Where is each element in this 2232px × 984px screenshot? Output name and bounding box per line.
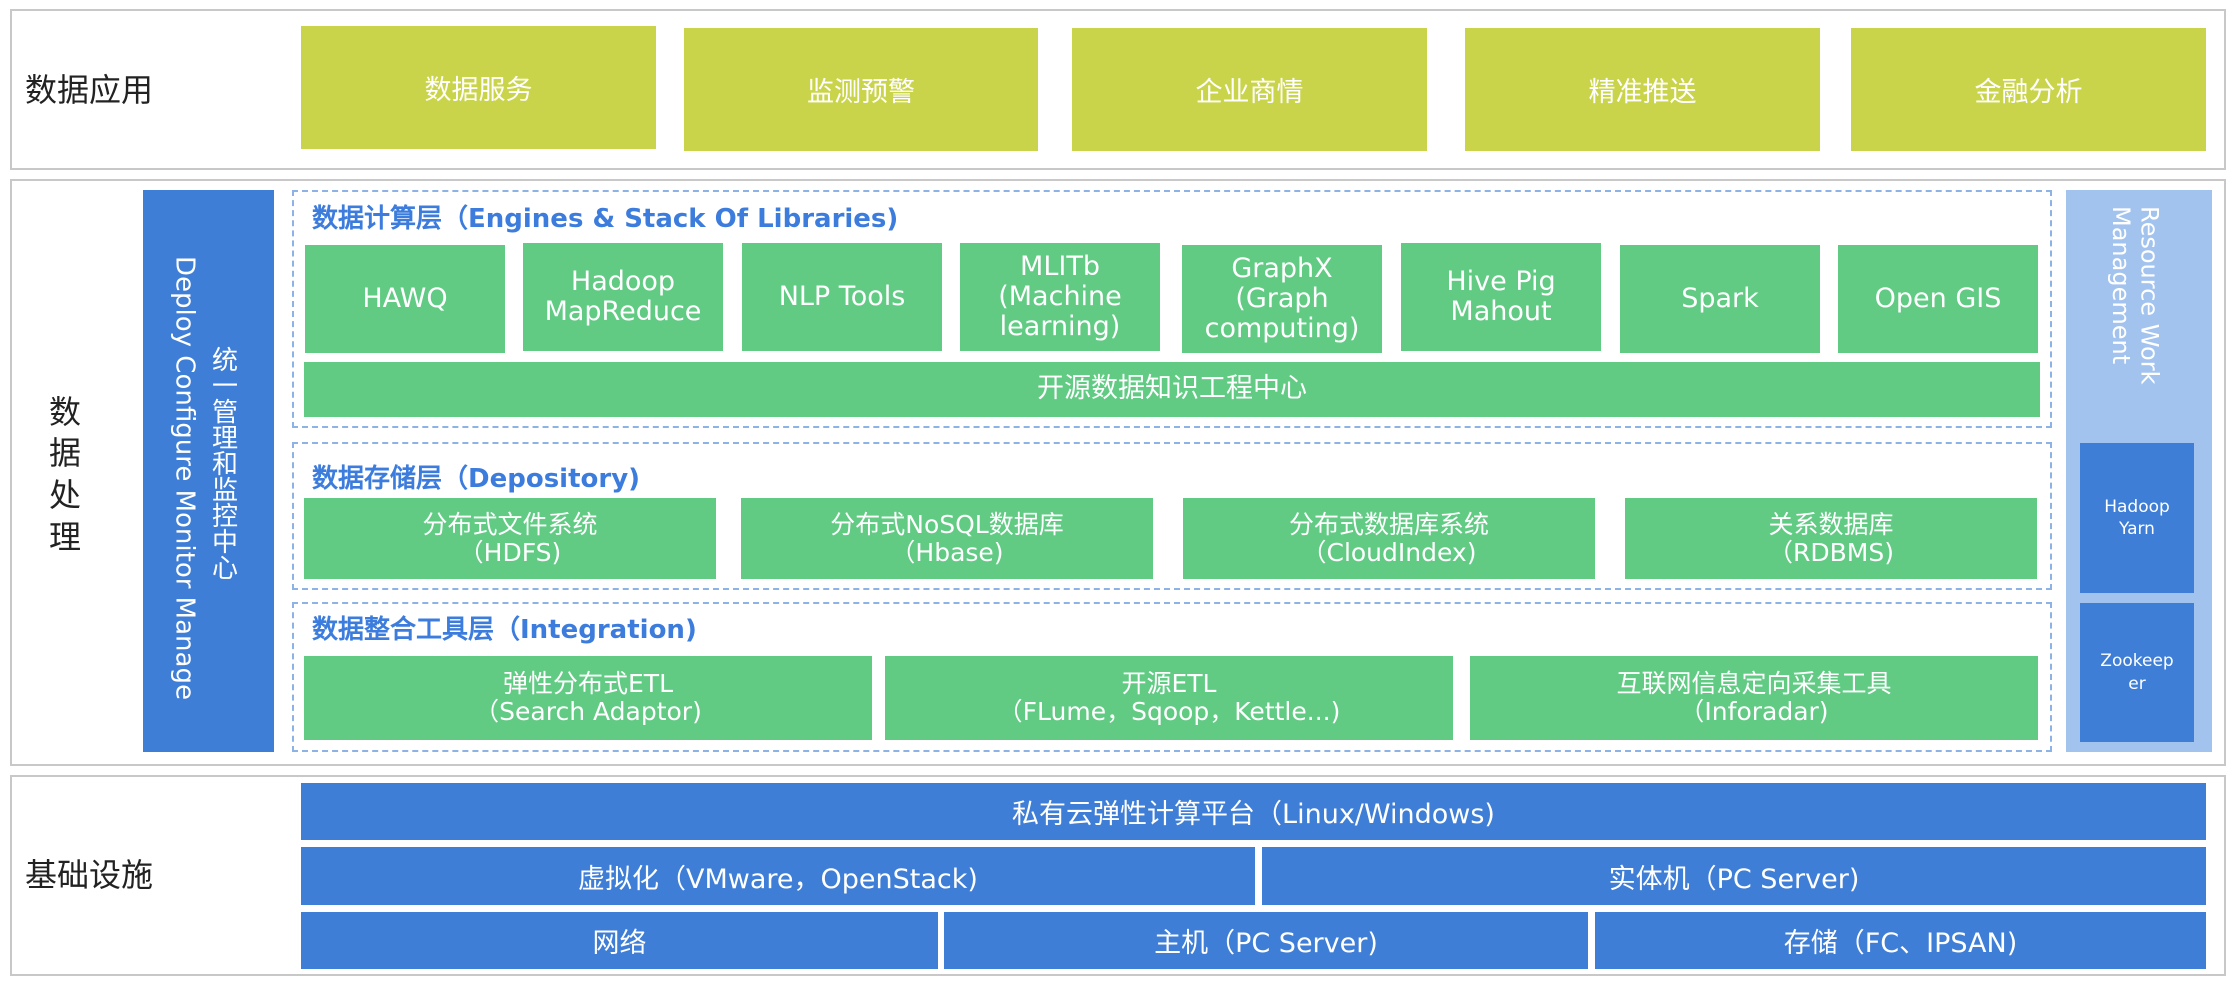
infra-private-cloud: 私有云弹性计算平台（Linux/Windows) — [301, 783, 2206, 840]
engine-spark: Spark — [1620, 245, 1820, 353]
storage-layer-title: 数据存储层（Depository) — [312, 464, 641, 494]
engine-nlp-tools: NLP Tools — [742, 243, 942, 351]
engine-hive-pig-mahout: Hive Pig Mahout — [1401, 243, 1601, 351]
app-box-monitor-alert: 监测预警 — [684, 28, 1038, 151]
integration-open-etl: 开源ETL （FLume，Sqoop，Kettle...) — [885, 656, 1453, 740]
engine-graphx: GraphX (Graph computing) — [1182, 245, 1382, 353]
app-box-enterprise-intel: 企业商情 — [1072, 28, 1427, 151]
engine-hawq: HAWQ — [305, 245, 505, 353]
resource-zookeeper: Zookeep er — [2080, 603, 2194, 742]
storage-layer-frame — [292, 442, 2052, 590]
infra-virtualization: 虚拟化（VMware，OpenStack) — [301, 847, 1255, 905]
storage-cloudindex: 分布式数据库系统 （CloudIndex) — [1183, 498, 1595, 579]
engine-mlitb: MLITb (Machine learning) — [960, 243, 1160, 351]
integration-inforadar: 互联网信息定向采集工具 （Inforadar) — [1470, 656, 2038, 740]
engine-hadoop-mapreduce: Hadoop MapReduce — [523, 243, 723, 351]
infra-network: 网络 — [301, 912, 938, 969]
app-box-finance-analysis: 金融分析 — [1851, 28, 2206, 151]
compute-layer-frame — [292, 190, 2052, 428]
storage-hbase: 分布式NoSQL数据库 （Hbase) — [741, 498, 1153, 579]
deploy-monitor-en: Deploy Configure Monitor Manage — [169, 256, 200, 700]
infrastructure-label: 基础设施 — [24, 855, 153, 894]
infra-physical-server: 实体机（PC Server) — [1262, 847, 2206, 905]
integration-layer-frame — [292, 602, 2052, 752]
app-box-precise-push: 精准推送 — [1465, 28, 1820, 151]
resource-work-management-title: Resource Work Management — [2106, 206, 2164, 385]
open-knowledge-center: 开源数据知识工程中心 — [304, 362, 2040, 417]
app-box-data-service: 数据服务 — [301, 26, 656, 149]
compute-layer-title: 数据计算层（Engines & Stack Of Libraries) — [312, 204, 899, 234]
data-processing-label: 数据处理 — [40, 393, 90, 556]
storage-rdbms: 关系数据库 （RDBMS) — [1625, 498, 2037, 579]
infra-storage: 存储（FC、IPSAN) — [1595, 912, 2206, 969]
infra-host: 主机（PC Server) — [944, 912, 1588, 969]
engine-open-gis: Open GIS — [1838, 245, 2038, 353]
deploy-monitor-bar — [143, 190, 274, 752]
storage-hdfs: 分布式文件系统 （HDFS) — [304, 498, 716, 579]
integration-search-adaptor: 弹性分布式ETL （Search Adaptor) — [304, 656, 872, 740]
integration-layer-title: 数据整合工具层（Integration) — [312, 615, 697, 645]
resource-hadoop-yarn: Hadoop Yarn — [2080, 443, 2194, 593]
deploy-monitor-cn: 统一管理和监控中心 — [207, 346, 238, 580]
data-application-label: 数据应用 — [24, 70, 153, 109]
data-processing-label-text: 数据处理 — [48, 392, 81, 556]
